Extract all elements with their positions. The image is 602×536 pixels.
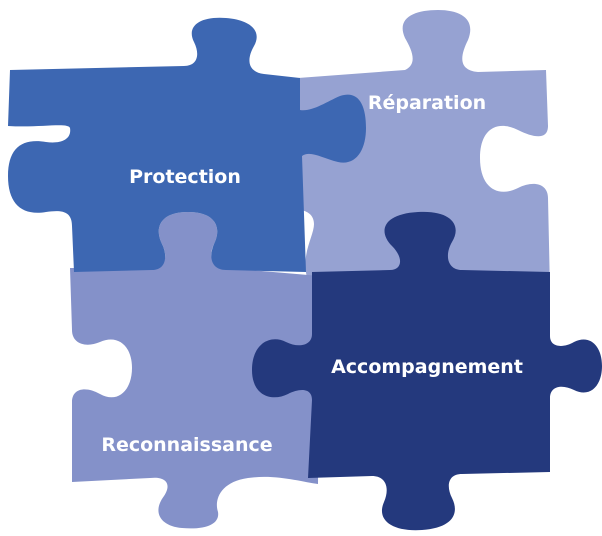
- label-accompagnement: Accompagnement: [331, 356, 523, 378]
- piece-reconnaissance: [70, 212, 320, 529]
- piece-accompagnement: [252, 211, 602, 531]
- label-reconnaissance: Reconnaissance: [101, 434, 272, 456]
- label-protection: Protection: [129, 166, 241, 188]
- piece-protection: [8, 17, 366, 273]
- label-reparation: Réparation: [368, 92, 486, 114]
- piece-reparation: [298, 10, 550, 290]
